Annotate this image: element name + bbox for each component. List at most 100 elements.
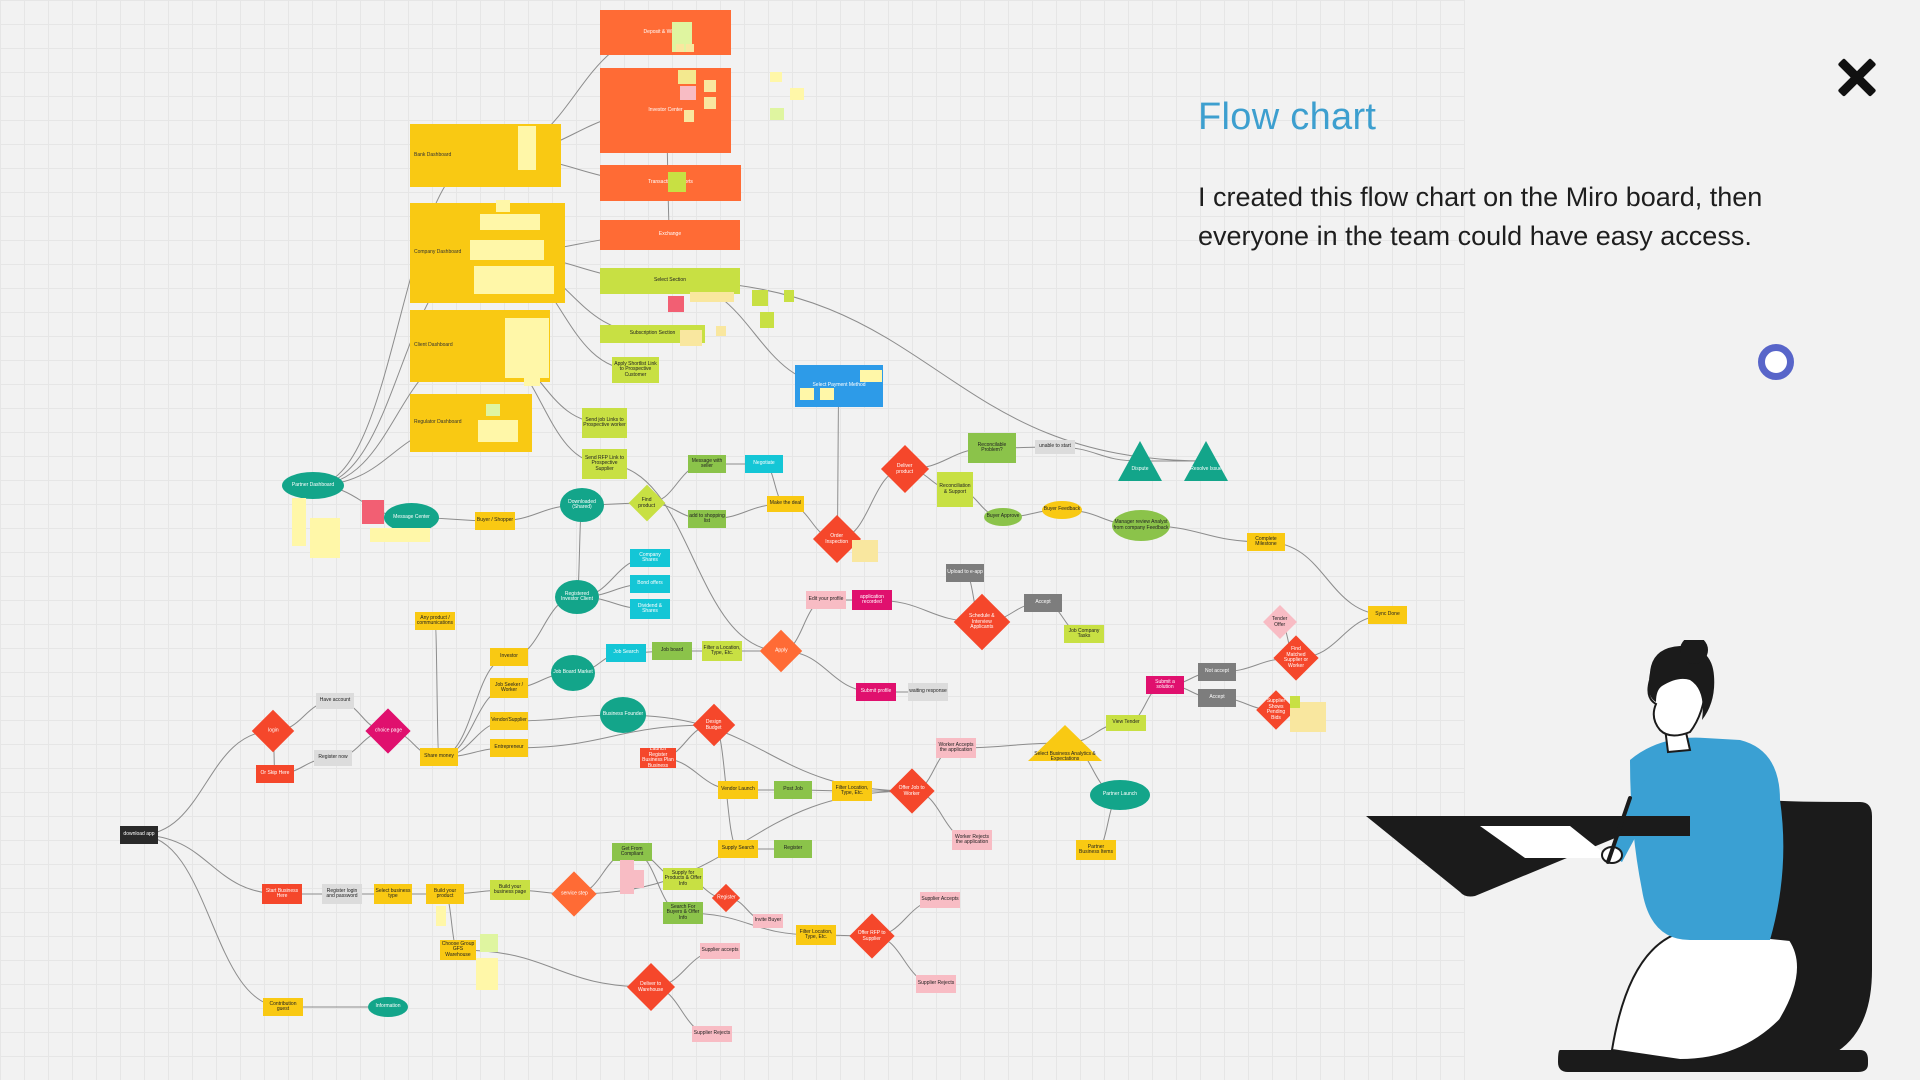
node-job-seeker[interactable]: Job Seeker / Worker [490, 678, 528, 698]
node-buyer-feedback[interactable]: Buyer Feedback [1042, 501, 1082, 519]
node-company-shares[interactable]: Company Shares [630, 549, 670, 567]
sticky-note[interactable] [668, 172, 686, 192]
node-register-login-password[interactable]: Register login and password [322, 884, 362, 904]
node-supplier-rejects-2[interactable]: Supplier Rejects [692, 1026, 732, 1042]
sticky-note[interactable] [292, 498, 306, 546]
sticky-note[interactable] [476, 958, 498, 990]
node-send-rfp[interactable]: Send RFP Link to Prospective Supplier [582, 449, 627, 479]
node-job-search[interactable]: Job Search [606, 644, 646, 662]
node-registered-investor[interactable]: Registered Investor Client [555, 580, 599, 614]
node-any-product-comm[interactable]: Any product / communications [415, 612, 455, 630]
sticky-note[interactable] [478, 420, 518, 442]
sticky-note[interactable] [770, 72, 782, 82]
node-launch-register[interactable]: Launch Register Business Plan Business [640, 748, 676, 768]
node-worker-accepts[interactable]: Worker Accepts the application [936, 738, 976, 758]
node-worker-rejects[interactable]: Worker Rejects the application [952, 830, 992, 850]
node-job-board-2[interactable]: Job board [652, 642, 692, 660]
node-not-accept[interactable]: Not accept [1198, 663, 1236, 681]
node-bank-dashboard[interactable]: Bank Dashboard [410, 124, 561, 187]
sticky-note[interactable] [716, 326, 726, 336]
node-supplier-accepts-2[interactable]: Supplier accepts [700, 943, 740, 959]
node-bond-offers[interactable]: Bond offers [630, 575, 670, 593]
node-apply-shortlist[interactable]: Apply Shortlist Link to Prospective Cust… [612, 357, 659, 383]
node-vendor-launch[interactable]: Vendor Launch [718, 781, 758, 799]
sticky-note[interactable] [770, 108, 784, 120]
node-submit-a-solution[interactable]: Submit a solution [1146, 676, 1184, 694]
sticky-note[interactable] [668, 296, 684, 312]
node-supplier-accepts[interactable]: Supplier Accepts [920, 892, 960, 908]
node-vendor-supplier[interactable]: Vendor/Supplier [490, 712, 528, 730]
sticky-note[interactable] [518, 126, 536, 170]
sticky-note[interactable] [630, 870, 644, 888]
sticky-note[interactable] [676, 44, 684, 52]
node-negotiate[interactable]: Negotiate [745, 455, 783, 473]
sticky-note[interactable] [678, 70, 696, 84]
ring-indicator-icon[interactable] [1758, 344, 1794, 380]
sticky-note[interactable] [436, 906, 446, 926]
sticky-note[interactable] [784, 290, 794, 302]
node-supply-search[interactable]: Supply Search [718, 840, 758, 858]
sticky-note[interactable] [496, 200, 510, 212]
node-no-account[interactable]: Or Skip Here [256, 765, 294, 783]
node-add-to-shopping-list[interactable]: add to shopping list [688, 510, 726, 528]
node-complete-milestone[interactable]: Complete Milestone [1247, 533, 1285, 551]
node-have-account[interactable]: Have account [316, 693, 354, 709]
node-unable-to-start[interactable]: unable to start [1035, 440, 1075, 454]
node-select-business-analytics[interactable]: Select Business Analytics & Expectations [1028, 725, 1102, 761]
sticky-note[interactable] [680, 86, 696, 100]
node-supply-product[interactable]: Supply for Products & Offer Info [663, 868, 703, 890]
sticky-note[interactable] [852, 540, 878, 562]
node-accept[interactable]: Accept [1024, 594, 1062, 612]
node-buyer-shopper[interactable]: Buyer / Shopper [475, 512, 515, 530]
node-share-money[interactable]: Share money [420, 748, 458, 766]
node-business-founder[interactable]: Business Founder [600, 697, 646, 733]
node-job-company-tasks[interactable]: Job Company Tasks [1064, 625, 1104, 643]
node-select-business-type[interactable]: Select business type [374, 884, 412, 904]
node-select-section[interactable]: Select Section [600, 268, 740, 294]
sticky-note[interactable] [704, 97, 716, 109]
sticky-note[interactable] [1290, 696, 1300, 708]
sticky-note[interactable] [310, 518, 340, 558]
sticky-note[interactable] [860, 370, 882, 382]
node-partner-launch[interactable]: Partner Launch [1090, 780, 1150, 810]
node-filter-location[interactable]: Filter a Location, Type, Etc. [702, 641, 742, 661]
sticky-note[interactable] [524, 358, 540, 386]
node-send-job-links[interactable]: Send job Links to Prospective worker [582, 408, 627, 438]
sticky-note[interactable] [470, 240, 544, 260]
node-supplier-rejects[interactable]: Supplier Rejects [916, 975, 956, 993]
node-investor[interactable]: Investor [490, 648, 528, 666]
node-manager-review[interactable]: Manager review Analyst from company Feed… [1112, 510, 1170, 541]
node-job-board[interactable]: Job Board Market [551, 655, 595, 691]
sticky-note[interactable] [680, 330, 702, 346]
node-view-tender[interactable]: View Tender [1106, 715, 1146, 731]
sticky-note[interactable] [480, 934, 498, 952]
node-get-from-compliant[interactable]: Get From Compliant [612, 843, 652, 861]
sticky-note[interactable] [720, 292, 734, 302]
node-download-app[interactable]: download app [120, 826, 158, 844]
sticky-note[interactable] [800, 388, 814, 400]
node-dividend-shares[interactable]: Dividend & Shares [630, 599, 670, 619]
node-edit-your-profile[interactable]: Edit your profile [806, 591, 846, 609]
sticky-note[interactable] [704, 80, 716, 92]
node-application-recorded[interactable]: application recorded [852, 590, 892, 610]
node-register-vendor[interactable]: Register [774, 840, 812, 858]
node-submit-profile[interactable]: Submit profile [856, 683, 896, 701]
node-partner-business-items[interactable]: Partner Business Items [1076, 840, 1116, 860]
node-reconcilable-problem[interactable]: Reconcilable Problem? [968, 433, 1016, 463]
node-search-for-buyers[interactable]: Search For Buyers & Offer Info [663, 902, 703, 924]
node-build-business-page[interactable]: Build your business page [490, 880, 530, 900]
node-invite-buyer[interactable]: Invite Buyer [753, 914, 783, 928]
sticky-note[interactable] [684, 110, 694, 122]
node-resolve-issue[interactable]: Resolve Issue [1184, 441, 1228, 481]
node-post-job[interactable]: Post Job [774, 781, 812, 799]
node-exchange[interactable]: Exchange [600, 220, 740, 250]
sticky-note[interactable] [760, 312, 774, 328]
node-filter-location-3[interactable]: Filter Location, Type, Etc. [796, 925, 836, 945]
sticky-note[interactable] [752, 290, 768, 306]
node-filter-location-2[interactable]: Filter Location, Type, Etc. [832, 781, 872, 801]
node-accept-2[interactable]: Accept [1198, 689, 1236, 707]
sticky-note[interactable] [480, 214, 540, 230]
node-waiting-response[interactable]: waiting response [908, 683, 948, 701]
node-downloaded-shared[interactable]: Downloaded (Shared) [560, 488, 604, 522]
